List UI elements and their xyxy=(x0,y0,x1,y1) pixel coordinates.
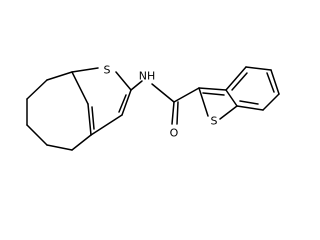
bond xyxy=(87,103,92,136)
amide-linker xyxy=(130,80,200,125)
bond xyxy=(239,100,259,105)
bond xyxy=(46,71,73,81)
bond xyxy=(71,71,89,105)
bond xyxy=(198,87,209,117)
bond xyxy=(171,101,175,125)
heptane-ring xyxy=(26,71,92,151)
bond xyxy=(231,72,248,91)
bond xyxy=(115,71,132,91)
bond xyxy=(202,92,225,96)
bond xyxy=(71,134,92,151)
bond xyxy=(176,101,179,125)
molecule-structure: S NH O S xyxy=(26,64,280,151)
bond xyxy=(270,69,280,95)
bond xyxy=(262,93,280,111)
oxygen-label: O xyxy=(170,127,179,140)
bond xyxy=(91,106,95,130)
sulfur-label-left: S xyxy=(104,64,111,77)
sulfur-label-right: S xyxy=(211,115,218,128)
bond xyxy=(90,114,123,136)
bond xyxy=(245,66,272,71)
bond xyxy=(26,79,48,100)
bond xyxy=(151,83,175,103)
bond xyxy=(173,87,200,103)
bond xyxy=(225,66,247,91)
bond xyxy=(71,67,99,73)
benzothiophene xyxy=(198,66,280,120)
bond xyxy=(46,144,73,151)
bond xyxy=(219,105,238,120)
thiophene-left xyxy=(71,67,132,136)
bond xyxy=(118,94,127,113)
bond xyxy=(130,80,143,91)
bond xyxy=(198,87,227,91)
bond xyxy=(236,105,264,111)
nh-label: NH xyxy=(139,70,156,83)
bond xyxy=(266,72,275,93)
bond xyxy=(26,124,48,146)
bond xyxy=(121,89,132,116)
bond xyxy=(225,89,238,107)
